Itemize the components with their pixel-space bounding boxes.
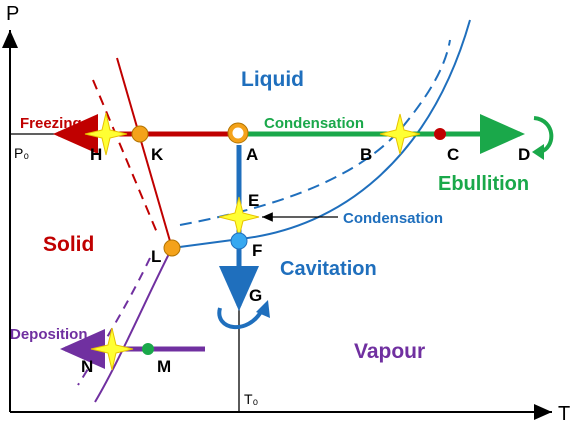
region-ebullition: Ebullition	[438, 173, 529, 195]
melting-curve	[116, 57, 173, 249]
y-axis-label: P	[6, 3, 19, 25]
label-c: C	[447, 145, 459, 164]
label-condensation-mid: Condensation	[343, 210, 443, 227]
label-freezing: Freezing	[20, 115, 82, 132]
vaporization-curve-dashed	[179, 39, 451, 226]
label-m: M	[157, 357, 171, 376]
point-l-marker	[163, 239, 181, 257]
sublimation-curve-dashed	[77, 257, 151, 386]
melting-curve-dashed	[92, 79, 159, 236]
label-n: N	[81, 357, 93, 376]
label-e: E	[248, 191, 259, 210]
label-a: A	[246, 145, 258, 164]
point-c-marker	[434, 128, 446, 140]
label-k: K	[151, 145, 164, 164]
star-h	[84, 112, 128, 156]
sublimation-curve	[94, 247, 173, 403]
region-vapour: Vapour	[354, 340, 425, 363]
label-f: F	[252, 241, 262, 260]
t0-label: T₀	[244, 391, 259, 407]
cavitation-return-arrowhead	[256, 300, 270, 318]
vaporization-curve	[171, 19, 471, 249]
x-axis-label: T	[558, 403, 570, 425]
label-d: D	[518, 145, 530, 164]
point-a-inner	[232, 127, 244, 139]
region-liquid: Liquid	[241, 68, 304, 91]
point-k-marker	[131, 125, 149, 143]
label-condensation-top: Condensation	[264, 115, 364, 132]
label-g: G	[249, 286, 262, 305]
region-solid: Solid	[43, 233, 94, 256]
p0-label: P₀	[14, 145, 29, 161]
region-cavitation: Cavitation	[280, 258, 377, 280]
label-b: B	[360, 145, 372, 164]
star-n	[90, 327, 134, 371]
star-b	[379, 113, 421, 155]
label-h: H	[90, 145, 102, 164]
label-deposition: Deposition	[10, 326, 88, 343]
ebullition-return-arrowhead	[532, 144, 544, 160]
label-l: L	[151, 247, 161, 266]
point-m-marker	[142, 343, 154, 355]
point-f-marker	[230, 232, 248, 250]
cavitation-return-arrow	[217, 307, 264, 329]
